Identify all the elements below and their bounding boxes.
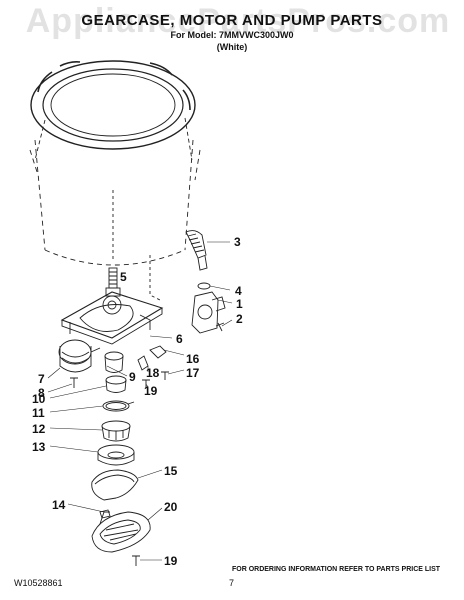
callout-12: 12 — [32, 422, 46, 436]
callout-2: 2 — [236, 312, 243, 326]
bushing — [105, 375, 127, 393]
drive-pulley — [97, 444, 135, 466]
callout-20: 20 — [164, 500, 178, 514]
callout-5: 5 — [120, 270, 127, 284]
pump — [191, 291, 226, 334]
callout-8: 8 — [38, 386, 45, 400]
callout-16: 16 — [186, 352, 200, 366]
drive-belt — [91, 469, 139, 501]
base-screw — [132, 555, 140, 566]
callout-1: 1 — [236, 297, 243, 311]
belt-fastener — [99, 509, 111, 519]
callout-17: 17 — [186, 366, 200, 380]
pump-screw — [215, 322, 225, 332]
hose-clamp — [197, 282, 211, 290]
callout-18: 18 — [146, 366, 160, 380]
pulley-hub — [101, 420, 131, 442]
coupler — [104, 351, 124, 373]
callout-14: 14 — [52, 498, 66, 512]
callout-19-lower: 19 — [164, 554, 178, 568]
color-line: (White) — [216, 42, 248, 52]
callout-13: 13 — [32, 440, 46, 454]
callout-7: 7 — [38, 372, 45, 386]
callout-19-upper: 19 — [144, 384, 158, 398]
drive-base — [91, 511, 151, 553]
tub-rim — [30, 60, 196, 161]
ordering-note: FOR ORDERING INFORMATION REFER TO PARTS … — [231, 566, 441, 573]
leader-lines — [47, 241, 233, 561]
callout-10: 10 — [32, 392, 46, 406]
tub-body — [29, 139, 201, 266]
motor — [58, 339, 101, 373]
page-number: 7 — [229, 578, 235, 588]
page-title: GEARCASE, MOTOR AND PUMP PARTS — [81, 12, 383, 29]
drain-hose — [185, 230, 208, 271]
model-line: For Model: 7MMVWC300JW0 — [170, 30, 294, 40]
motor-screw — [70, 377, 78, 388]
callout-11: 11 — [32, 406, 45, 420]
clamp-ring — [102, 400, 135, 412]
callout-9: 9 — [129, 370, 136, 384]
callout-15: 15 — [164, 464, 178, 478]
callout-4: 4 — [235, 284, 242, 298]
callout-6: 6 — [176, 332, 183, 346]
document-code: W10528861 — [14, 578, 63, 588]
callout-3: 3 — [234, 235, 241, 249]
gearcase-plate — [60, 291, 164, 345]
